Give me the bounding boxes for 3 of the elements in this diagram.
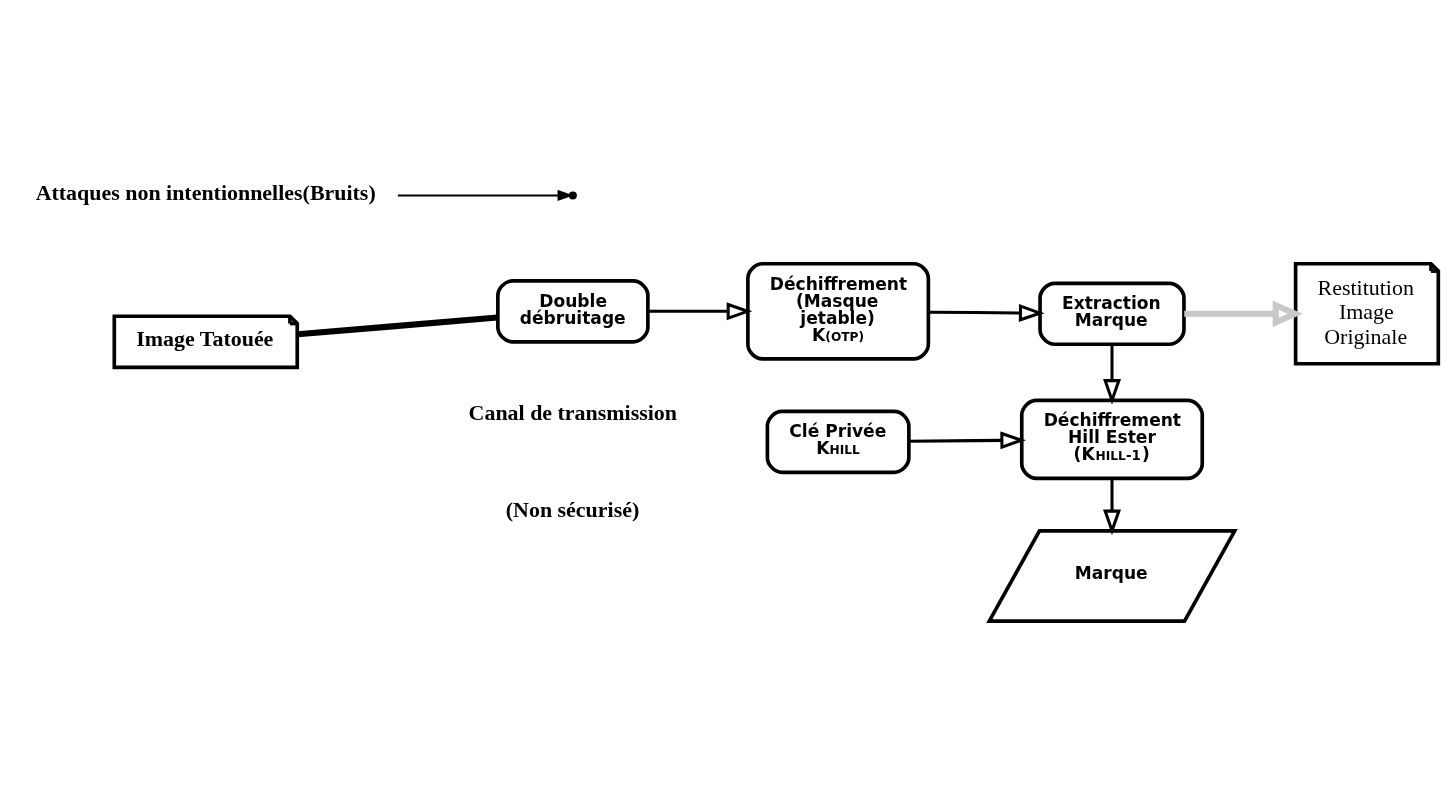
label: (Non sécurisé) xyxy=(505,496,640,522)
node-text: Attaques non intentionnelles(Bruits) xyxy=(35,179,376,205)
label: Canal de transmission xyxy=(468,400,678,426)
